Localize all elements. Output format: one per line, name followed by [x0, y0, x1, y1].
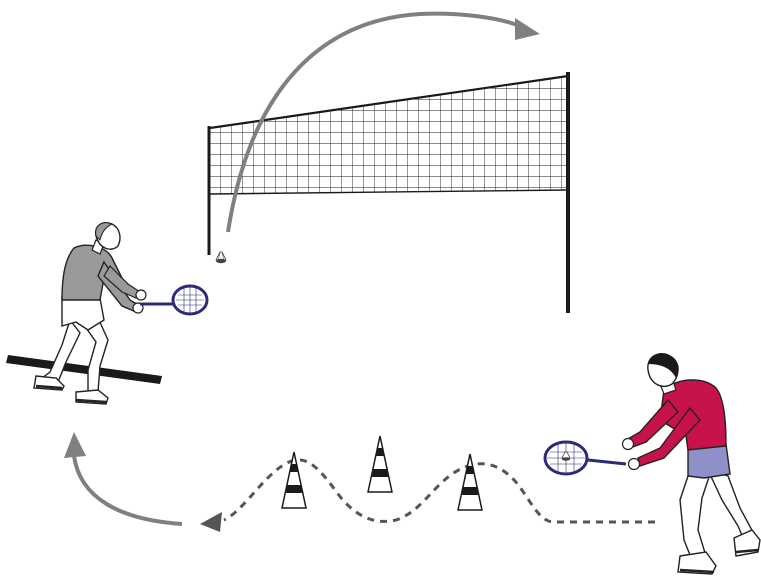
racket-right: [545, 442, 626, 474]
return-arrow: [64, 432, 182, 524]
shuttlecock: [216, 252, 226, 263]
player-right: [623, 354, 761, 574]
net: [205, 70, 575, 313]
cone: [368, 436, 392, 492]
footwork-arrowhead: [200, 512, 222, 532]
racket-left: [140, 286, 207, 314]
ground-line: [6, 355, 162, 384]
